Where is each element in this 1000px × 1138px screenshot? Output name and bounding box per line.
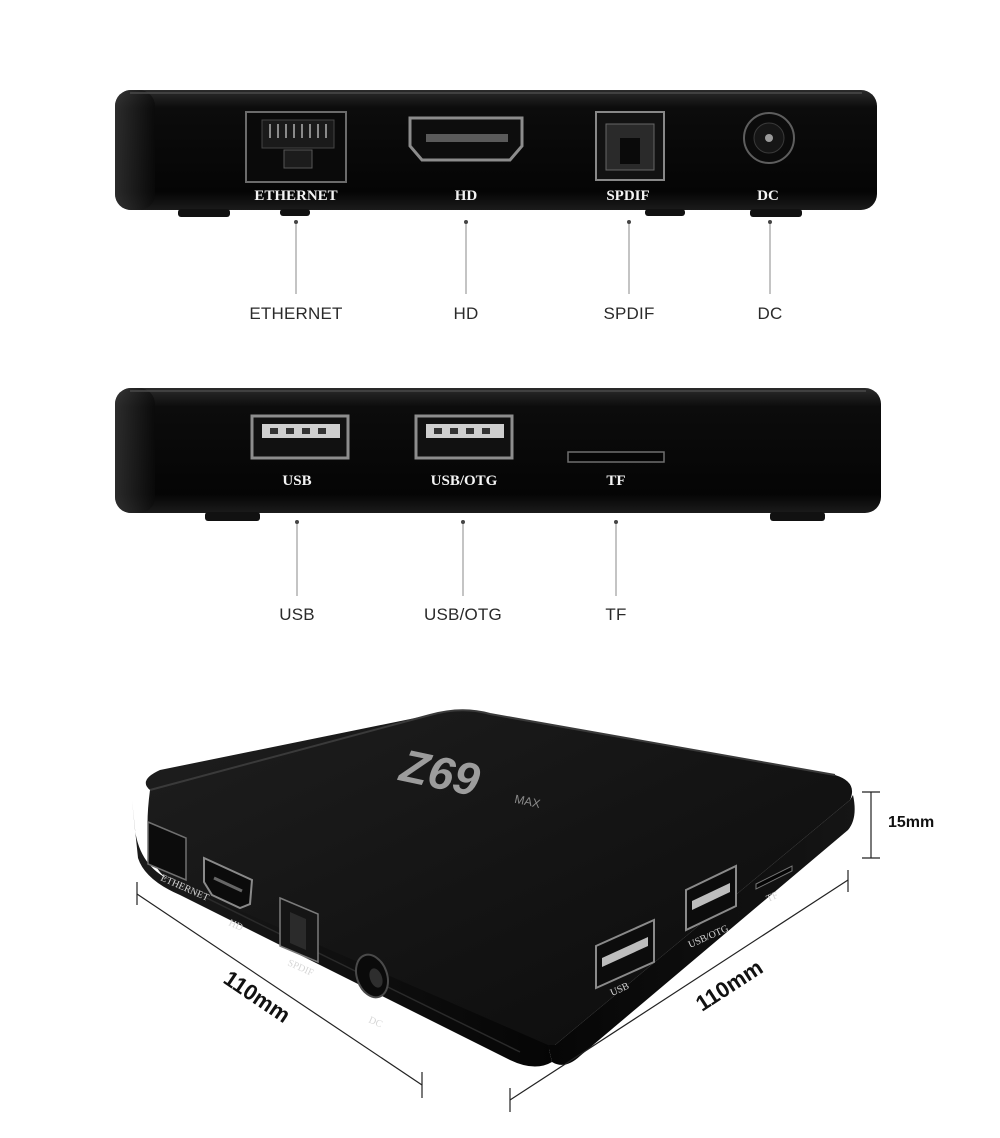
hd-port-icon bbox=[408, 116, 524, 162]
iso-hd-port-icon bbox=[203, 856, 254, 910]
callout-spdif: SPDIF bbox=[603, 304, 655, 323]
ethernet-port-icon bbox=[245, 111, 347, 183]
height-dimension-label: 15mm bbox=[888, 814, 934, 831]
usb-otg-port-icon bbox=[414, 414, 514, 460]
side-panel-view: USB USB/OTG TF bbox=[115, 388, 881, 596]
iso-usb-port-icon bbox=[595, 918, 655, 990]
isometric-view: Z69 MAX ETHERNET HD SPDIF DC USB bbox=[132, 709, 934, 1112]
iso-usb-otg-port-icon bbox=[685, 864, 737, 932]
width-dimension-label: 110mm bbox=[691, 955, 767, 1017]
tf-slot-icon bbox=[567, 451, 665, 463]
svg-text:SPDIF: SPDIF bbox=[286, 958, 316, 979]
svg-text:MAX: MAX bbox=[513, 792, 541, 811]
callout-dc: DC bbox=[757, 304, 783, 323]
iso-spdif-port-icon bbox=[279, 896, 319, 964]
callout-usb-otg: USB/OTG bbox=[424, 605, 502, 624]
svg-text:TF: TF bbox=[765, 890, 781, 905]
length-dimension-line bbox=[136, 882, 423, 1098]
height-dimension-line bbox=[862, 791, 880, 859]
rubber-foot bbox=[750, 209, 802, 217]
svg-text:HD: HD bbox=[227, 918, 245, 934]
top-surface bbox=[145, 710, 853, 1054]
rubber-foot bbox=[205, 512, 260, 521]
spdif-port-icon bbox=[595, 111, 665, 181]
panel-label-dc: DC bbox=[757, 188, 779, 204]
right-face bbox=[548, 795, 855, 1065]
iso-dc-jack-icon bbox=[355, 953, 389, 999]
rear-callout-lines bbox=[295, 222, 771, 294]
panel-label-ethernet: ETHERNET bbox=[254, 188, 337, 204]
panel-label-usb-otg: USB/OTG bbox=[431, 473, 498, 489]
panel-label-hd: HD bbox=[455, 188, 478, 204]
panel-label-tf: TF bbox=[606, 473, 625, 489]
left-face bbox=[132, 800, 552, 1067]
rubber-foot bbox=[770, 512, 825, 521]
rear-panel-view: ETHERNET HD SPDIF DC bbox=[115, 90, 877, 294]
iso-ethernet-port-icon bbox=[147, 820, 187, 882]
side-callout-lines bbox=[296, 522, 617, 596]
svg-text:DC: DC bbox=[367, 1015, 384, 1031]
callout-usb: USB bbox=[279, 605, 315, 624]
usb-port-icon bbox=[250, 414, 350, 460]
callout-tf: TF bbox=[605, 605, 627, 624]
width-dimension-line bbox=[509, 870, 849, 1112]
dc-jack-icon bbox=[743, 112, 795, 164]
callout-hd: HD bbox=[453, 304, 479, 323]
panel-label-usb: USB bbox=[282, 473, 311, 489]
iso-tf-slot-icon bbox=[755, 865, 793, 890]
panel-label-spdif: SPDIF bbox=[606, 188, 649, 204]
callout-ethernet: ETHERNET bbox=[249, 304, 343, 323]
rubber-foot bbox=[178, 209, 230, 217]
